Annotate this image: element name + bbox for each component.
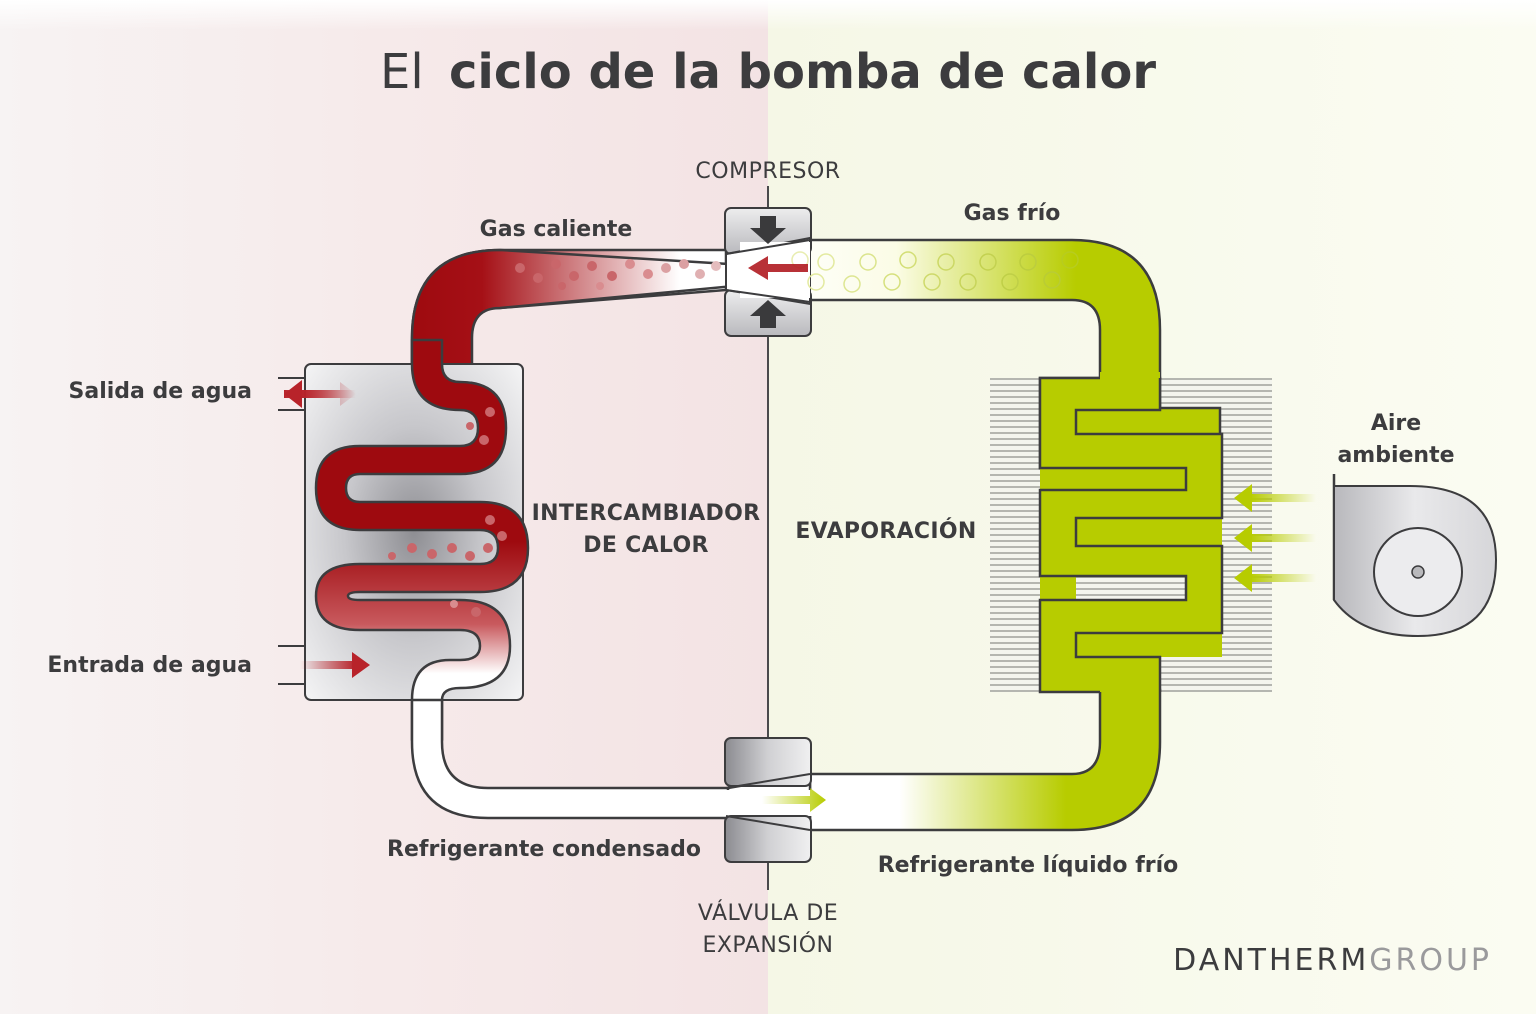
evaporation-label: EVAPORACIÓN [795,518,976,544]
compressor-up-arrow-icon [750,300,786,328]
heat-exchanger-bubbles [388,407,507,617]
cold-liquid-refrigerant-label: Refrigerante líquido frío [878,853,1179,878]
background-top-fade [0,0,1536,200]
water-out-pipe [278,377,305,411]
water-in-arrow-icon [352,652,370,678]
water-out-arrow-shaft [300,390,356,398]
title-prefix: El [380,44,424,100]
ambient-air-label-line2: ambiente [1337,443,1454,468]
evaporator-segments-outline [1038,376,1224,694]
evaporator-segments [1040,378,1222,692]
valve-label-line2: EXPANSIÓN [702,932,833,958]
hot-gas-bubbles [515,259,721,290]
title-main: ciclo de la bomba de calor [449,44,1156,100]
expansion-valve [724,737,812,863]
water-out-arrow-head [284,380,302,408]
valve-label-line1: VÁLVULA DE [698,900,838,926]
compressor-down-arrow-icon [750,216,786,244]
brand-logo: DANTHERMGROUP [1173,943,1492,978]
valve-top-block [724,737,812,787]
cold-gas-label: Gas frío [964,201,1061,226]
refrigerant-flow-arrow-icon [762,788,826,812]
compressor-label: COMPRESOR [695,159,840,184]
brand-light: GROUP [1369,943,1492,978]
hot-gas-arrow-icon [748,256,808,280]
ambient-air-label-line1: Aire [1371,411,1421,436]
hot-gas-pipe-body [410,248,747,372]
water-in-pipe [278,645,305,685]
cold-gas-pipe [788,238,1162,380]
air-arrows [1234,484,1316,592]
water-in-arrow-shaft [300,661,356,669]
page-title: El ciclo de la bomba de calor [380,44,1156,100]
cold-side-lower-pipe [808,688,1162,832]
heat-exchanger-label-line2: DE CALOR [583,533,708,558]
hot-gas-label: Gas caliente [480,217,633,242]
compressor [724,207,812,337]
brand-bold: DANTHERM [1173,943,1369,978]
condensed-refrigerant-label: Refrigerante condensado [387,837,701,862]
fan-icon [1332,474,1498,638]
water-out-label: Salida de agua [69,379,252,404]
heat-exchanger-label-line1: INTERCAMBIADOR [532,501,761,526]
water-in-label: Entrada de agua [47,653,252,678]
cold-gas-bubbles [791,251,1079,293]
